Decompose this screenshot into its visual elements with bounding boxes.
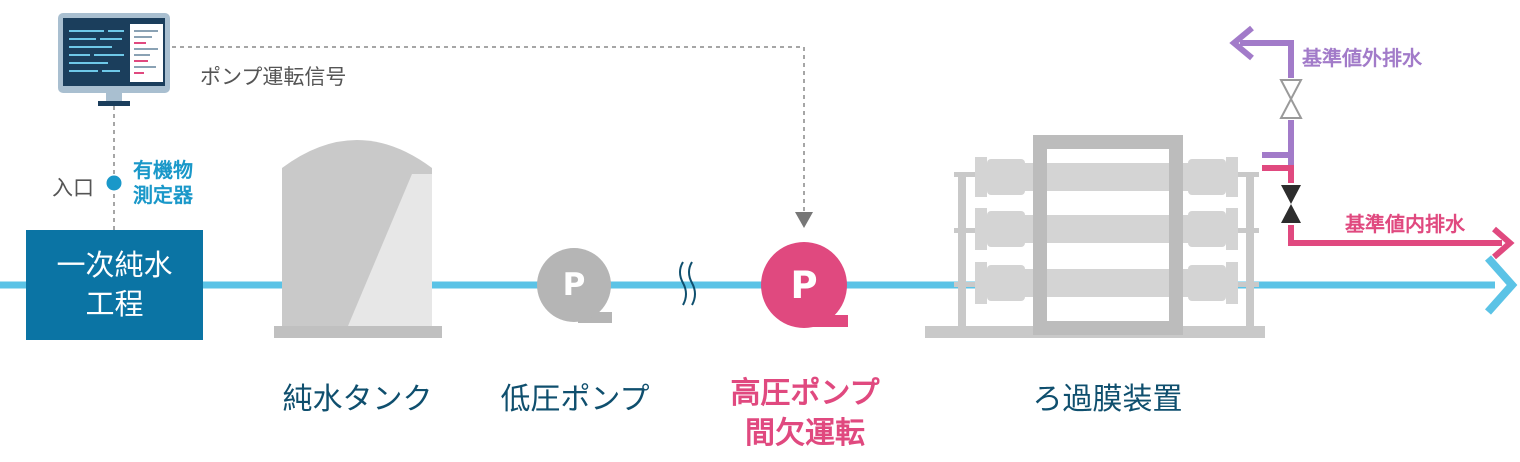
low-pump-label: 低圧ポンプ xyxy=(500,382,650,417)
low-pressure-pump-icon xyxy=(537,248,612,323)
membrane-label: ろ過膜装置 xyxy=(1032,382,1183,417)
sensor-point-icon xyxy=(106,175,122,191)
tank-label: 純水タンク xyxy=(282,382,433,417)
sensor-label: 有機物 測定器 xyxy=(133,158,193,207)
process-box-label: 一次純水 工程 xyxy=(56,248,173,321)
accept-valve-icon xyxy=(1281,183,1301,225)
high-pump-symbol: P xyxy=(790,263,818,307)
high-pressure-pump-icon xyxy=(761,242,848,328)
tank-icon xyxy=(274,140,442,338)
signal-dashed-line xyxy=(172,46,805,214)
reject-drain-line xyxy=(1240,40,1294,168)
accept-arrow-icon xyxy=(1492,226,1515,260)
process-box xyxy=(26,230,203,340)
inlet-label: 入口 xyxy=(52,176,94,200)
reject-label: 基準値外排水 xyxy=(1302,46,1422,70)
reject-valve-icon xyxy=(1279,78,1303,120)
signal-label: ポンプ運転信号 xyxy=(200,65,347,89)
wave-break-icon xyxy=(679,261,696,306)
low-pump-symbol: P xyxy=(562,267,586,303)
monitor-icon xyxy=(58,13,170,106)
high-pump-label: 高圧ポンプ 間欠運転 xyxy=(730,376,880,451)
signal-arrow-icon xyxy=(795,212,813,228)
membrane-unit-icon xyxy=(925,135,1265,338)
reject-arrow-icon xyxy=(1229,25,1254,61)
accept-label: 基準値内排水 xyxy=(1345,212,1465,236)
outflow-arrow-icon xyxy=(1485,255,1518,315)
